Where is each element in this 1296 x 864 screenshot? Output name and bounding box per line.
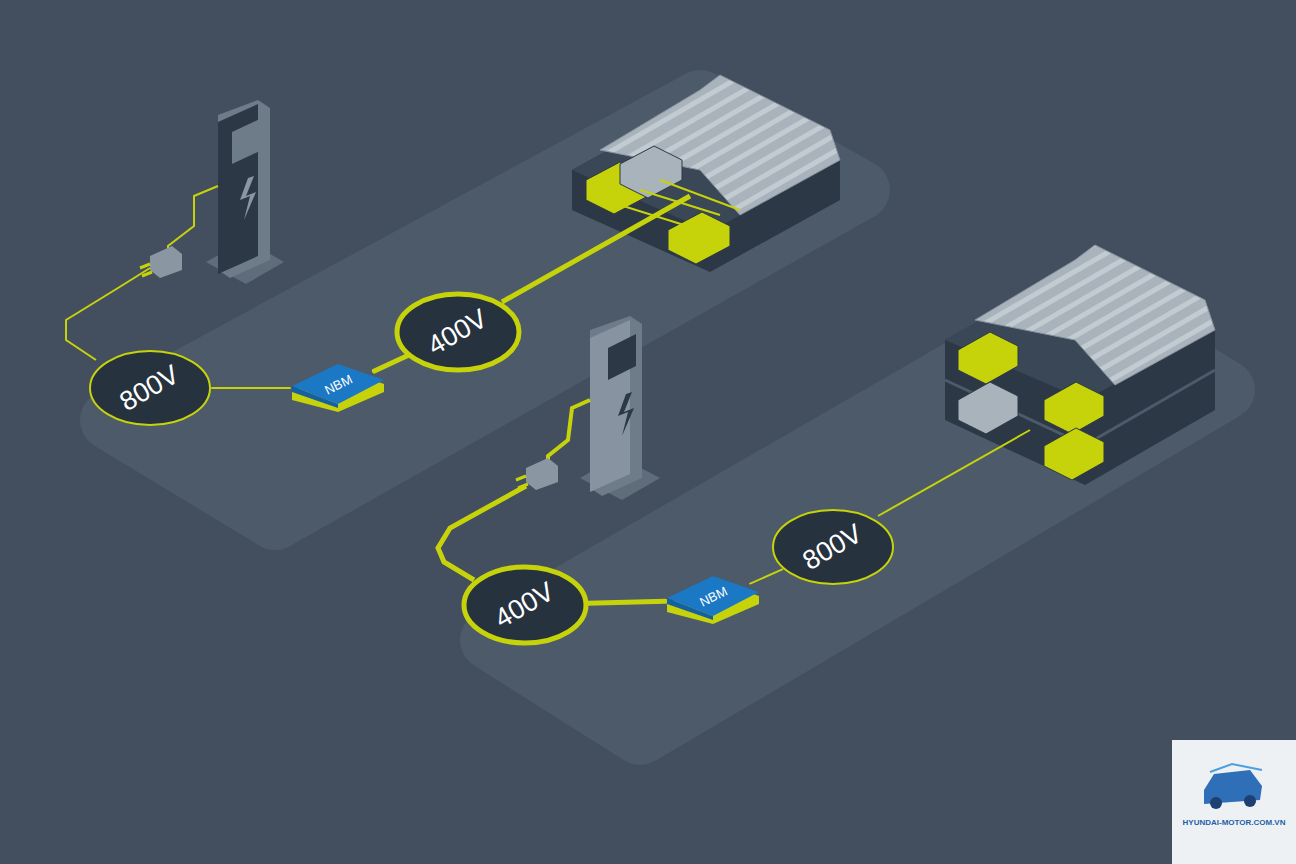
- watermark: HYUNDAI-MOTOR.COM.VN: [1183, 818, 1286, 827]
- voltage-circle: 800V: [88, 349, 212, 427]
- voltage-circle: 400V: [395, 292, 521, 372]
- power-wire: [374, 356, 407, 371]
- battery-pack: [502, 75, 840, 302]
- converter-module: NBM: [665, 574, 761, 626]
- charger: [66, 100, 284, 360]
- logo-car: [1204, 764, 1262, 809]
- converter-module: NBM: [290, 362, 386, 414]
- watermark-box: [1172, 740, 1296, 864]
- battery-pack: [878, 245, 1215, 516]
- power-wire: [750, 569, 782, 583]
- voltage-circle: 400V: [462, 565, 588, 645]
- voltage-circle: 800V: [771, 508, 895, 586]
- power-wire: [212, 387, 290, 389]
- power-wire: [588, 601, 665, 603]
